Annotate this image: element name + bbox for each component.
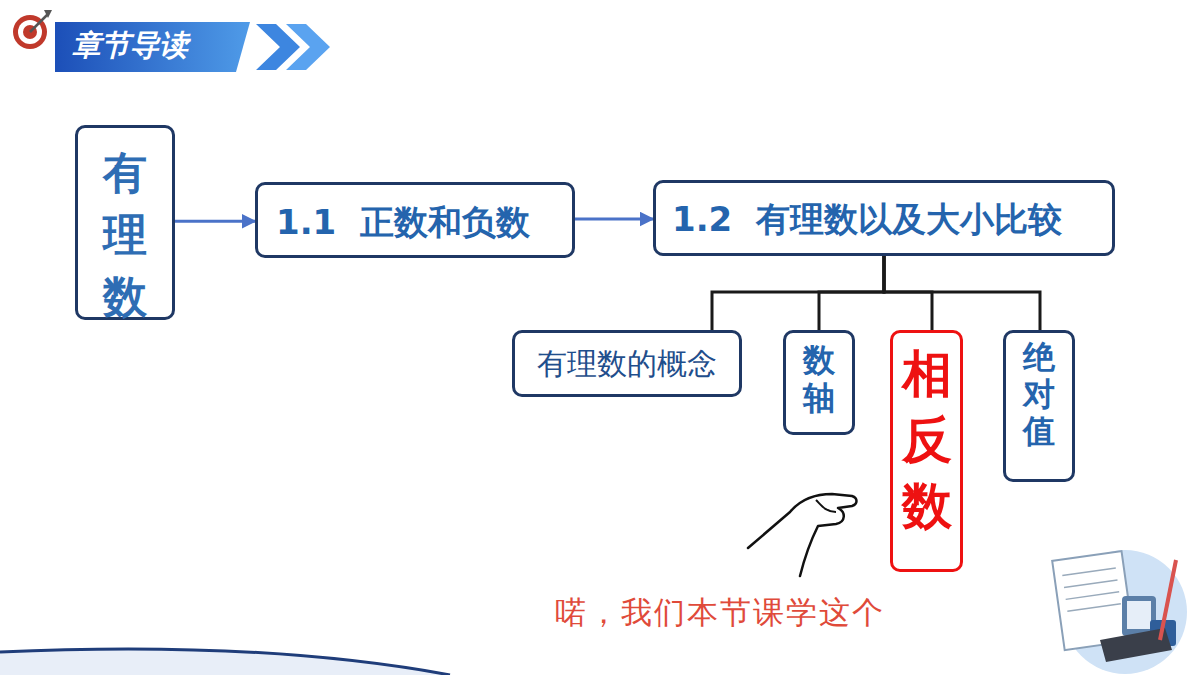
decor-swoosh	[0, 649, 450, 675]
header-title: 章节导读	[72, 26, 188, 66]
topic-box: 1.2 有理数以及大小比较	[653, 180, 1115, 256]
notebook-icon	[1052, 551, 1134, 650]
flow-arrow	[575, 218, 653, 221]
tablet-icon	[1127, 601, 1151, 629]
dart-icon	[44, 10, 52, 18]
topic-box: 有理数的概念	[512, 330, 742, 397]
node-label: 1.2 有理数以及大小比较	[672, 193, 1076, 245]
pencil-icon	[1160, 560, 1176, 640]
header-banner	[55, 22, 250, 72]
node-label: 有理数	[98, 142, 152, 328]
node-label: 数轴	[796, 341, 842, 417]
node-label: 1.1 正数和负数	[276, 195, 550, 249]
node-label: 绝对值	[1016, 339, 1062, 450]
tree-connector	[884, 256, 932, 330]
topic-box: 有理数	[75, 125, 175, 320]
decor-swoosh	[0, 649, 450, 675]
target-icon	[13, 15, 47, 49]
pointing-hand	[816, 500, 836, 512]
topic-box: 绝对值	[1003, 330, 1075, 482]
note-text: 喏，我们本节课学这个	[555, 592, 885, 634]
calculator-icon	[1100, 628, 1172, 662]
node-label: 相反数	[895, 341, 958, 539]
notebook-icon	[1052, 551, 1134, 650]
notebook-line	[1064, 580, 1117, 588]
decor-blob	[1063, 550, 1187, 674]
notebook-line	[1062, 568, 1115, 576]
target-icon	[23, 25, 37, 39]
notebook-line	[1066, 592, 1119, 600]
flow-arrow	[175, 220, 255, 223]
topic-box: 相反数	[890, 330, 963, 572]
header-chevron	[256, 24, 300, 70]
notebook-line	[1067, 604, 1120, 612]
tree-connector	[819, 256, 884, 330]
pointing-hand	[748, 494, 857, 576]
mug-icon	[1150, 620, 1176, 646]
tree-connector	[712, 256, 884, 330]
tree-connector	[884, 256, 1040, 330]
dart-icon	[30, 14, 48, 32]
node-label: 有理数的概念	[521, 344, 733, 384]
target-icon	[18, 20, 42, 44]
topic-box: 数轴	[783, 330, 855, 435]
tablet-icon	[1122, 596, 1156, 636]
topic-box: 1.1 正数和负数	[255, 182, 575, 258]
header-chevron	[286, 24, 330, 70]
